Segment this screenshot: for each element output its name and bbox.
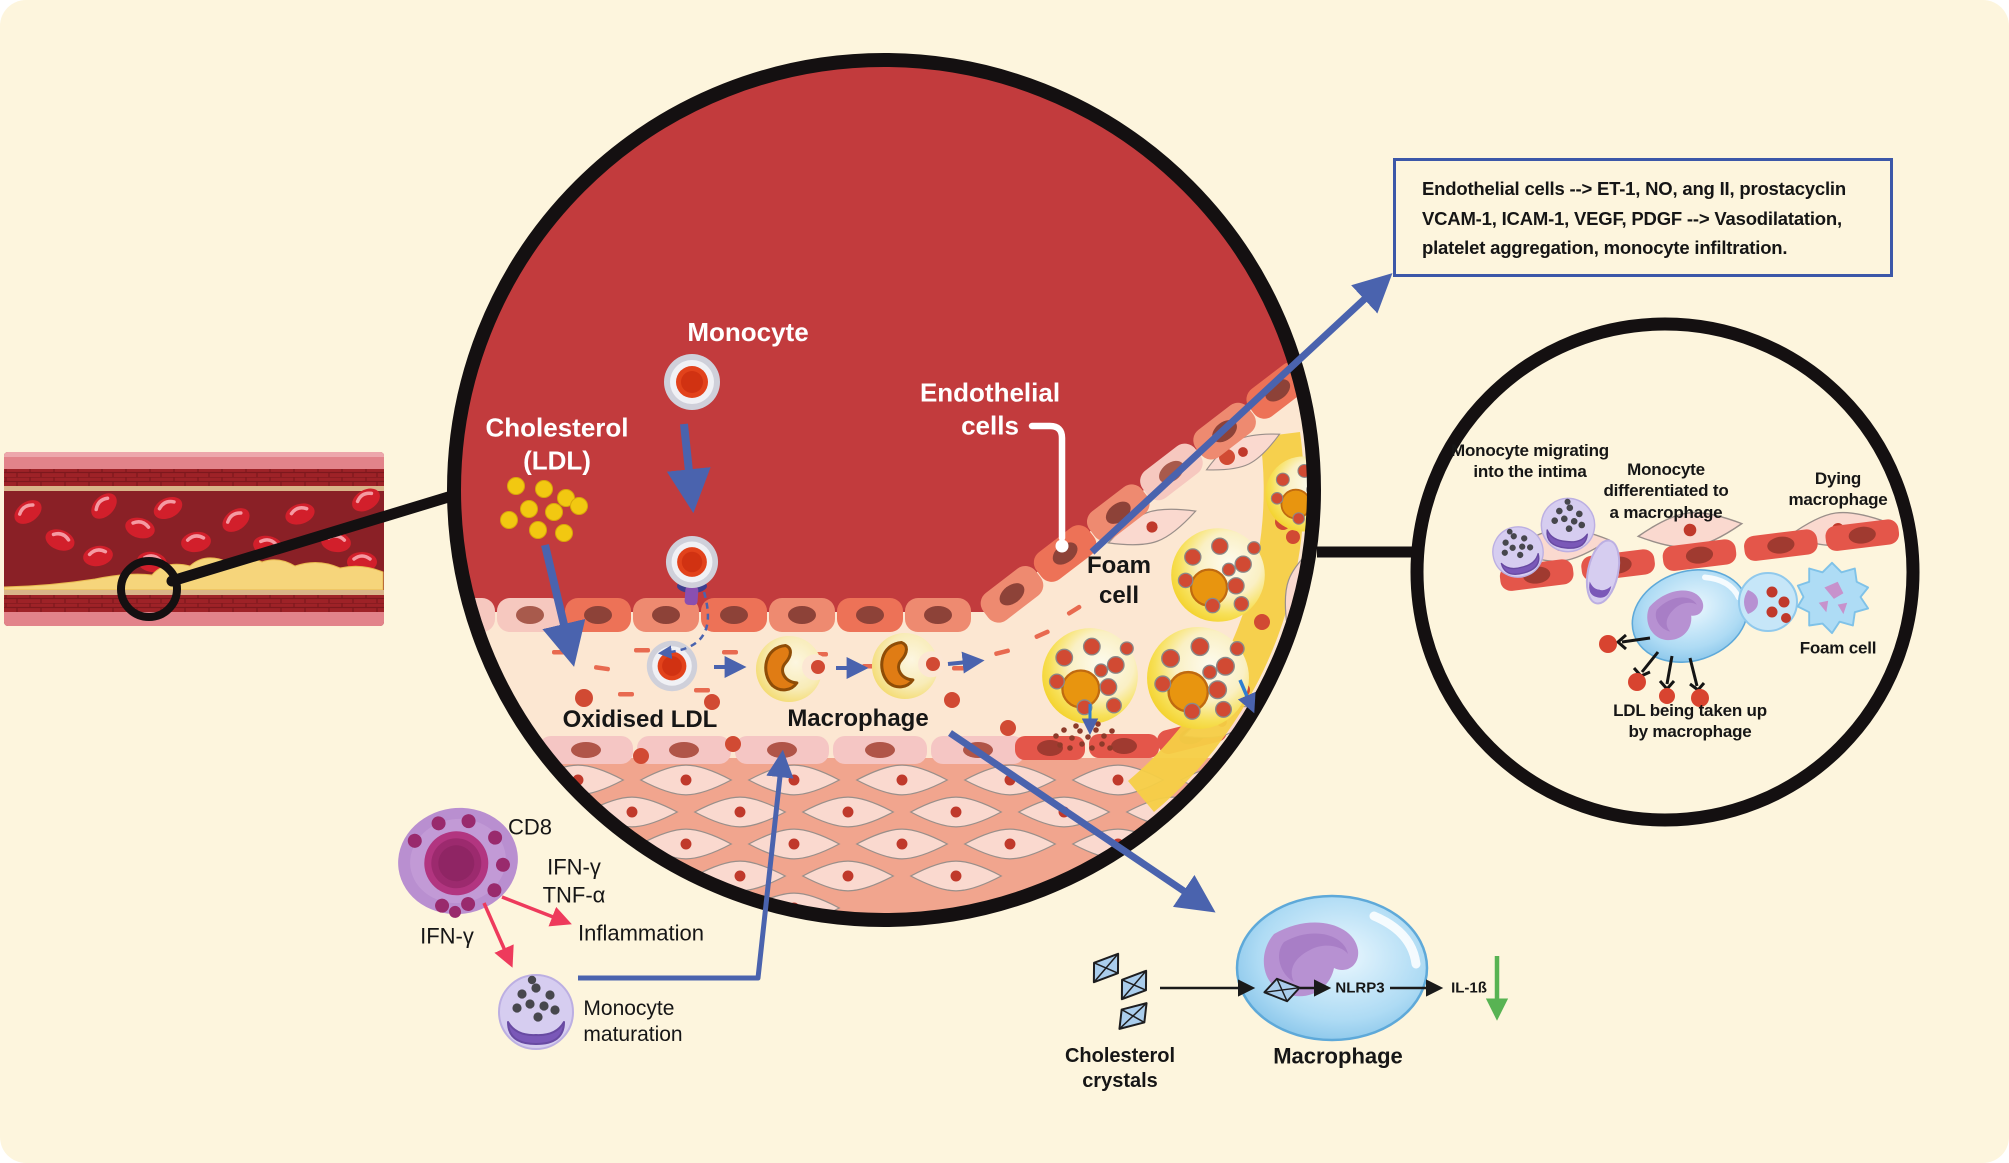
magnifier-circle xyxy=(117,557,181,621)
right-circle-content xyxy=(1486,495,1901,707)
main-circle-ring xyxy=(447,53,1321,927)
endothelial-info-box: Endothelial cells --> ET-1, NO, ang II, … xyxy=(1393,158,1893,277)
macrophage-to-nlrp3-arrow xyxy=(948,730,1216,913)
inflammasome-pathway xyxy=(1083,896,1509,1040)
main-circle xyxy=(447,53,1321,927)
cd8-maturation-arrow xyxy=(482,902,514,968)
cd8-pathway xyxy=(398,807,574,1050)
endothelium-to-box-arrow xyxy=(1089,273,1393,555)
foam-cell-blue xyxy=(1738,572,1798,632)
cd8-cell xyxy=(398,807,518,918)
monocyte-down-arrow xyxy=(666,423,711,514)
monocyte-in-intima xyxy=(646,640,698,692)
endothelial-callout-line xyxy=(1028,422,1066,542)
cd8-inflammation-arrow xyxy=(501,895,572,927)
ldl-cholesterol-dots xyxy=(500,477,588,542)
maturation-to-macrophage-arrow xyxy=(578,749,794,981)
monocyte-cell xyxy=(664,354,720,410)
artery-inset xyxy=(4,452,461,626)
foam-release-arrow xyxy=(1237,679,1256,714)
monocyte-adhering xyxy=(665,535,719,589)
arrows xyxy=(541,273,1393,981)
magnifier-line xyxy=(166,489,461,587)
squeezing-monocyte xyxy=(1585,539,1621,605)
endothelial-callout-dot xyxy=(1055,539,1069,553)
stage-arrow-3 xyxy=(947,651,985,674)
ldl-particles xyxy=(1599,635,1709,707)
ldl-down-arrow xyxy=(541,544,586,667)
blood-lumen xyxy=(460,66,1308,612)
diapedesis-arrow xyxy=(657,591,710,660)
nlrp3-macrophage-cell xyxy=(1237,896,1427,1040)
right-circle xyxy=(1410,317,1920,827)
cholesterol-crystal-icons xyxy=(1083,947,1157,1036)
maturing-monocyte-cell xyxy=(498,974,574,1050)
